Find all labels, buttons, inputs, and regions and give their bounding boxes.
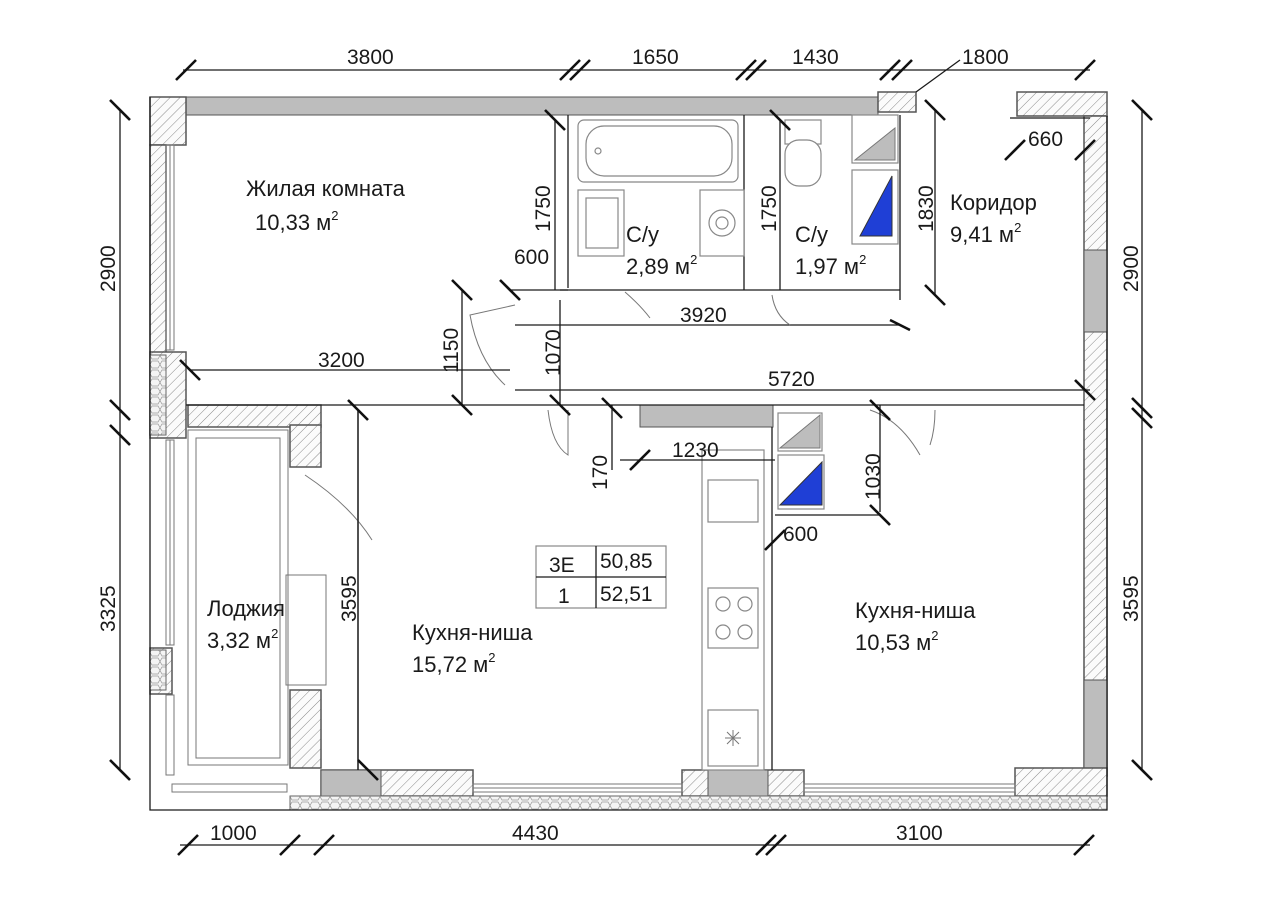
dim-kitchen-3595: 3595 [338, 575, 361, 622]
table-area-1: 50,85 [600, 550, 653, 573]
top-right-wall-block [1016, 91, 1108, 117]
dim-right-lower: 3595 [1120, 575, 1143, 622]
dim-bottom-2: 4430 [512, 822, 559, 845]
right-wall-grey-2 [1083, 679, 1108, 771]
dim-kitchen-600: 600 [783, 523, 818, 546]
windows [165, 144, 1016, 793]
top-wall [149, 96, 879, 116]
area-table-labels: 3Е 50,85 1 52,51 [549, 550, 653, 608]
kitchen-top-wall [639, 404, 774, 428]
dim-door-1150: 1150 [440, 328, 463, 373]
outer-frame [149, 97, 1108, 811]
walls [149, 91, 1108, 811]
right-wall [1083, 115, 1108, 777]
dim-top-3: 1430 [792, 46, 839, 69]
dim-wc-height: 1750 [758, 185, 781, 232]
top-wall-cap-left [149, 96, 187, 146]
dimension-lines [109, 59, 1153, 856]
living-room-area: 10,33 м2 [255, 208, 339, 235]
table-area-2: 52,51 [600, 583, 653, 606]
dim-corridor-660: 660 [1028, 128, 1063, 151]
dim-bath-height: 1750 [532, 185, 555, 232]
dim-left-upper: 2900 [97, 245, 120, 292]
doors [304, 291, 936, 541]
dim-corr-5720: 5720 [768, 368, 815, 391]
dim-door-1070: 1070 [542, 329, 565, 376]
kitchen2-name: Кухня-ниша [855, 598, 976, 623]
dim-kitchen-1030: 1030 [862, 453, 885, 500]
kitchen2-area: 10,53 м2 [855, 628, 939, 655]
dim-kitchen-1230: 1230 [672, 439, 719, 462]
living-bottom-wall [187, 404, 322, 428]
dim-top-4: 1800 [962, 46, 1009, 69]
loggia-inner-wall [289, 689, 322, 769]
top-shaft-block [877, 91, 917, 113]
loggia-name: Лоджия [207, 596, 285, 621]
right-bottom-block [1014, 767, 1108, 797]
wc-name: С/у [795, 222, 828, 247]
dim-corr-3920: 3920 [680, 304, 727, 327]
dim-left-lower: 3325 [97, 585, 120, 632]
bottom-wall-grey-2 [707, 769, 769, 797]
fixtures [535, 114, 899, 771]
kitchen1-name: Кухня-ниша [412, 620, 533, 645]
left-wall-hex-2 [149, 649, 167, 691]
wc-area: 1,97 м2 [795, 252, 866, 279]
dim-kitchen-170: 170 [589, 455, 612, 490]
bath-name: С/у [626, 222, 659, 247]
table-type: 3Е [549, 554, 575, 577]
dim-room-3200: 3200 [318, 349, 365, 372]
loggia-area: 3,32 м2 [207, 626, 278, 653]
dim-door-600-a: 600 [514, 246, 549, 269]
loggia-corner [289, 424, 322, 468]
dim-bottom-1: 1000 [210, 822, 257, 845]
bottom-hex-strip [289, 795, 1108, 811]
room-labels: Жилая комната 10,33 м2 С/у 2,89 м2 С/у 1… [207, 176, 1037, 677]
corridor-area: 9,41 м2 [950, 220, 1021, 247]
corridor-name: Коридор [950, 190, 1037, 215]
dim-bottom-3: 3100 [896, 822, 943, 845]
bath-area: 2,89 м2 [626, 252, 697, 279]
kitchen1-area: 15,72 м2 [412, 650, 496, 677]
table-floor: 1 [558, 585, 570, 608]
dim-shaft-height: 1830 [915, 185, 938, 232]
living-room-name: Жилая комната [246, 176, 406, 201]
dim-right-upper: 2900 [1120, 245, 1143, 292]
left-wall-hex [149, 354, 167, 436]
dimension-labels: 3800 1650 1430 1800 2900 3325 2900 3595 … [97, 46, 1143, 845]
dim-top-2: 1650 [632, 46, 679, 69]
dim-top-1: 3800 [347, 46, 394, 69]
right-wall-grey-1 [1083, 249, 1108, 333]
